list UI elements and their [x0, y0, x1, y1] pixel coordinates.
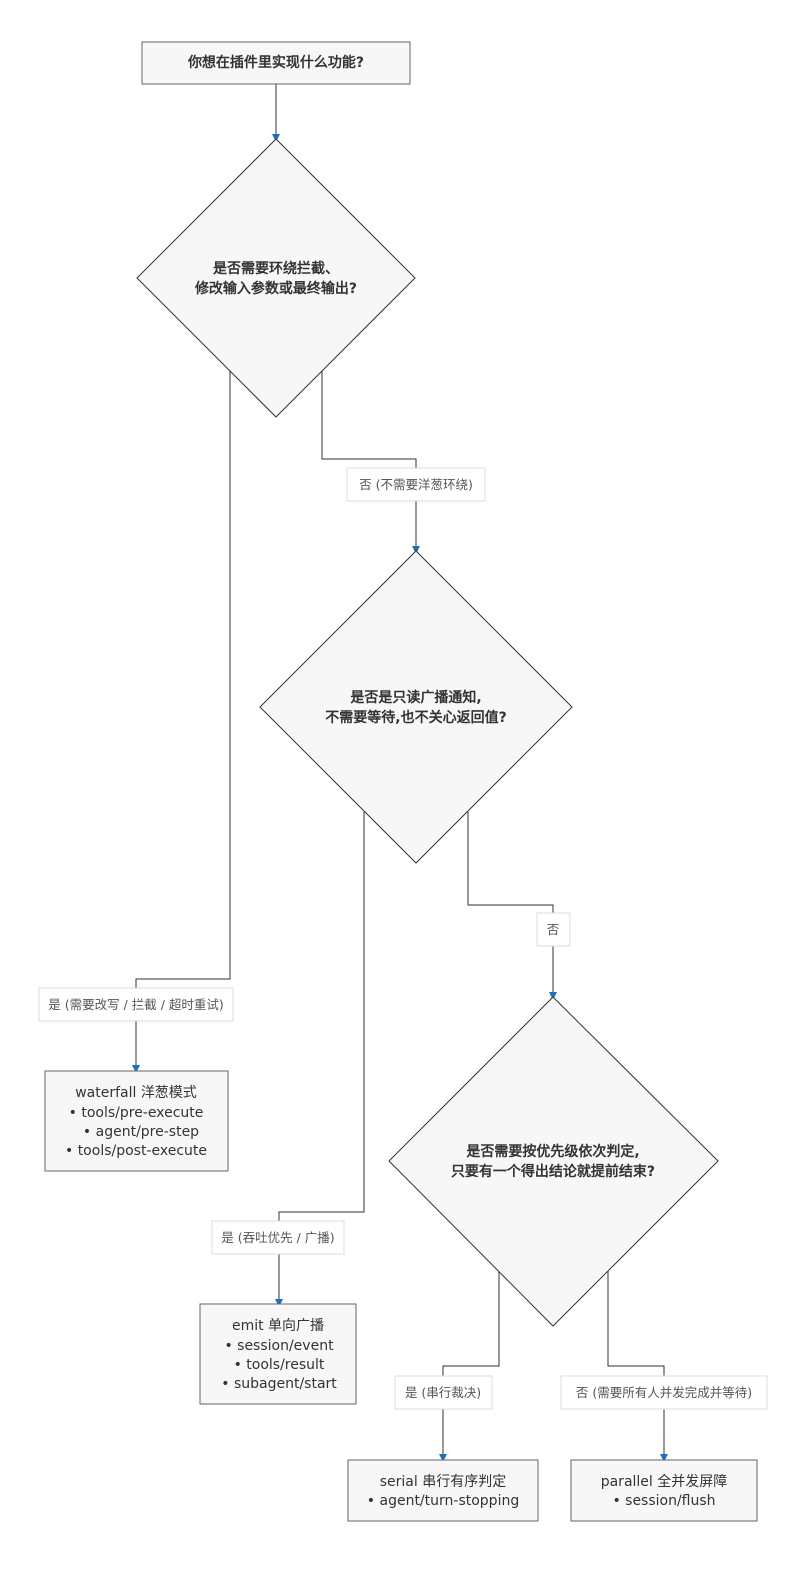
terminal-parallel: parallel 全并发屏障 • session/flush — [570, 1459, 758, 1522]
terminal-waterfall-item-1: • tools/pre-execute — [69, 1105, 204, 1121]
terminal-serial-item-1: • agent/turn-stopping — [367, 1493, 519, 1509]
start-node-text: 你想在插件里实现什么功能? — [187, 54, 364, 71]
decision-q2: 是否是只读广播通知, 不需要等待,也不关心返回值? — [259, 550, 573, 864]
decision-q1-line-1: 是否需要环绕拦截、 — [213, 260, 339, 277]
terminal-emit-title: emit 单向广播 — [232, 1318, 324, 1334]
edge-label-q1-yes: 是 (需要改写 / 拦截 / 超时重试) — [38, 987, 234, 1022]
terminal-parallel-item-1: • session/flush — [612, 1493, 715, 1509]
terminal-waterfall-item-3: • tools/post-execute — [65, 1143, 207, 1159]
decision-q3: 是否需要按优先级依次判定, 只要有一个得出结论就提前结束? — [388, 996, 719, 1327]
terminal-emit-item-3: • subagent/start — [221, 1376, 337, 1392]
terminal-emit-item-1: • session/event — [224, 1338, 334, 1354]
decision-q1: 是否需要环绕拦截、 修改输入参数或最终输出? — [136, 138, 416, 418]
edge-label-q3-yes: 是 (串行裁决) — [394, 1375, 493, 1410]
decision-q3-line-2: 只要有一个得出结论就提前结束? — [451, 1163, 655, 1180]
terminal-waterfall-item-2: • agent/pre-step — [83, 1124, 199, 1140]
svg-text:否 (需要所有人并发完成并等待): 否 (需要所有人并发完成并等待) — [576, 1385, 752, 1400]
edge-q2-yes — [278, 812, 365, 1221]
terminal-waterfall: waterfall 洋葱模式 • tools/pre-execute • age… — [44, 1070, 229, 1172]
svg-text:是 (需要改写 / 拦截 / 超时重试): 是 (需要改写 / 拦截 / 超时重试) — [48, 997, 224, 1012]
terminal-parallel-title: parallel 全并发屏障 — [601, 1473, 728, 1490]
svg-text:是 (吞吐优先 / 广播): 是 (吞吐优先 / 广播) — [221, 1230, 334, 1245]
decision-q2-line-1: 是否是只读广播通知, — [350, 689, 481, 706]
decision-q3-line-1: 是否需要按优先级依次判定, — [466, 1143, 639, 1160]
svg-text:是 (串行裁决): 是 (串行裁决) — [405, 1385, 481, 1400]
edge-label-q3-no: 否 (需要所有人并发完成并等待) — [560, 1375, 768, 1410]
terminal-serial: serial 串行有序判定 • agent/turn-stopping — [347, 1459, 539, 1522]
terminal-emit: emit 单向广播 • session/event • tools/result… — [199, 1303, 357, 1405]
edge-q2-no — [467, 812, 554, 913]
edge-q3-yes — [442, 1271, 500, 1376]
svg-text:否 (不需要洋葱环绕): 否 (不需要洋葱环绕) — [359, 477, 473, 492]
edge-q1-yes — [135, 371, 231, 988]
edge-label-q2-yes: 是 (吞吐优先 / 广播) — [211, 1220, 345, 1255]
terminal-emit-item-2: • tools/result — [234, 1357, 325, 1373]
decision-q1-line-2: 修改输入参数或最终输出? — [194, 280, 357, 297]
terminal-serial-title: serial 串行有序判定 — [380, 1474, 506, 1490]
decision-q2-line-2: 不需要等待,也不关心返回值? — [325, 709, 506, 726]
edge-q1-no — [321, 371, 417, 468]
edge-q3-no — [607, 1271, 665, 1376]
start-node: 你想在插件里实现什么功能? — [141, 41, 411, 85]
edge-label-q1-no: 否 (不需要洋葱环绕) — [346, 467, 486, 502]
svg-text:否: 否 — [547, 922, 560, 937]
terminal-waterfall-title: waterfall 洋葱模式 — [75, 1085, 197, 1101]
edge-label-q2-no: 否 — [536, 912, 571, 947]
